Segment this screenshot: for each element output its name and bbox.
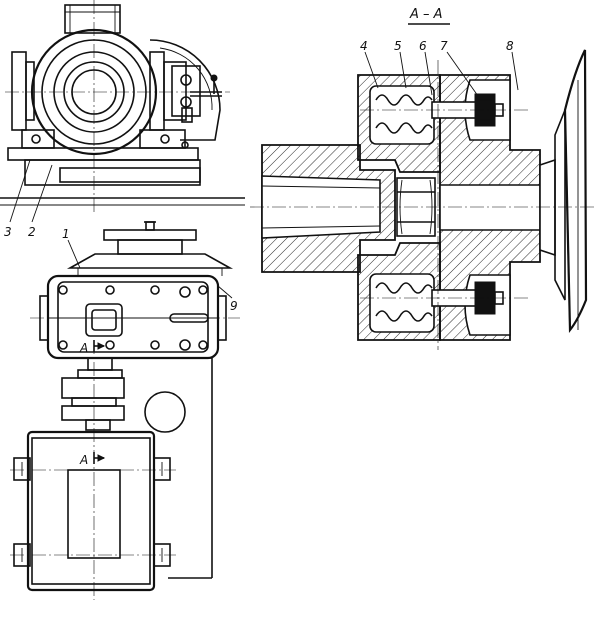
label-part-9: 9	[230, 299, 238, 313]
end-view-motor	[0, 0, 245, 223]
section-a-a	[250, 23, 595, 350]
section-marker-top: A	[79, 341, 88, 355]
label-part-5: 5	[394, 39, 402, 53]
label-part-1: 1	[62, 227, 70, 241]
label-part-8: 8	[506, 39, 514, 53]
section-marker-bottom: A	[79, 453, 88, 467]
label-part-4: 4	[360, 39, 368, 53]
label-part-7: 7	[440, 39, 448, 53]
plan-view	[10, 221, 240, 600]
section-title: A – A	[409, 7, 443, 22]
label-part-2: 2	[28, 225, 36, 239]
label-part-6: 6	[419, 39, 427, 53]
label-part-3: 3	[4, 225, 12, 239]
